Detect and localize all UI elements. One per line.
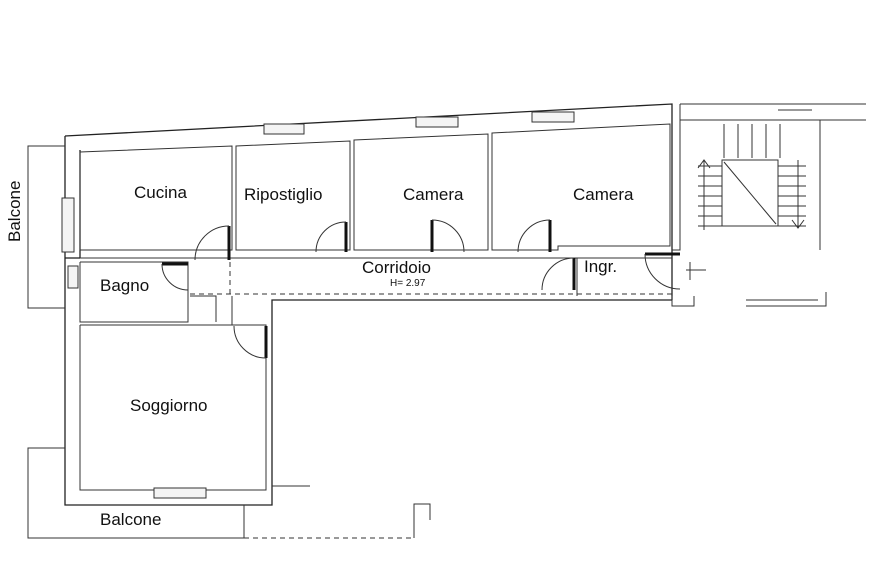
outer-walls [64,103,673,506]
door-swing-icon [644,252,681,290]
room-label-soggiorno: Soggiorno [130,396,208,415]
window-icon [531,111,575,123]
balcone-bottom [27,447,431,539]
door-swing-icon [541,257,576,291]
room-label-corridoio: Corridoio [362,258,431,277]
stair-arrow-down-icon [791,160,805,229]
door-swing-icon [194,225,231,261]
stair-treads [698,124,806,227]
door-swing-icon [430,219,465,253]
room-label-camera-2: Camera [573,185,634,204]
room-label-camera-1: Camera [403,185,464,204]
window-icon [61,197,75,253]
door-swing-icon [233,325,268,359]
room-label-balcone-left: Balcone [5,180,24,242]
stair-arrow-up-icon [697,159,711,230]
door-swing-icon [161,262,189,291]
window-icon [67,265,79,289]
interior-walls [79,123,672,491]
room-height-corridoio: H= 2.97 [390,278,426,289]
window-icon [415,116,459,128]
door-swing-icon [517,219,552,253]
windows [61,111,575,499]
balcone-left [27,145,65,309]
room-label-ripostiglio: Ripostiglio [244,185,323,204]
door-swing-icon [315,221,348,253]
room-label-ingresso: Ingr. [584,257,618,276]
doors [161,219,681,359]
window-icon [263,123,305,135]
window-icon [153,487,207,499]
room-label-cucina: Cucina [134,183,187,202]
room-label-balcone-bottom: Balcone [100,510,162,529]
stairwell [671,103,866,307]
room-label-bagno: Bagno [100,276,150,295]
